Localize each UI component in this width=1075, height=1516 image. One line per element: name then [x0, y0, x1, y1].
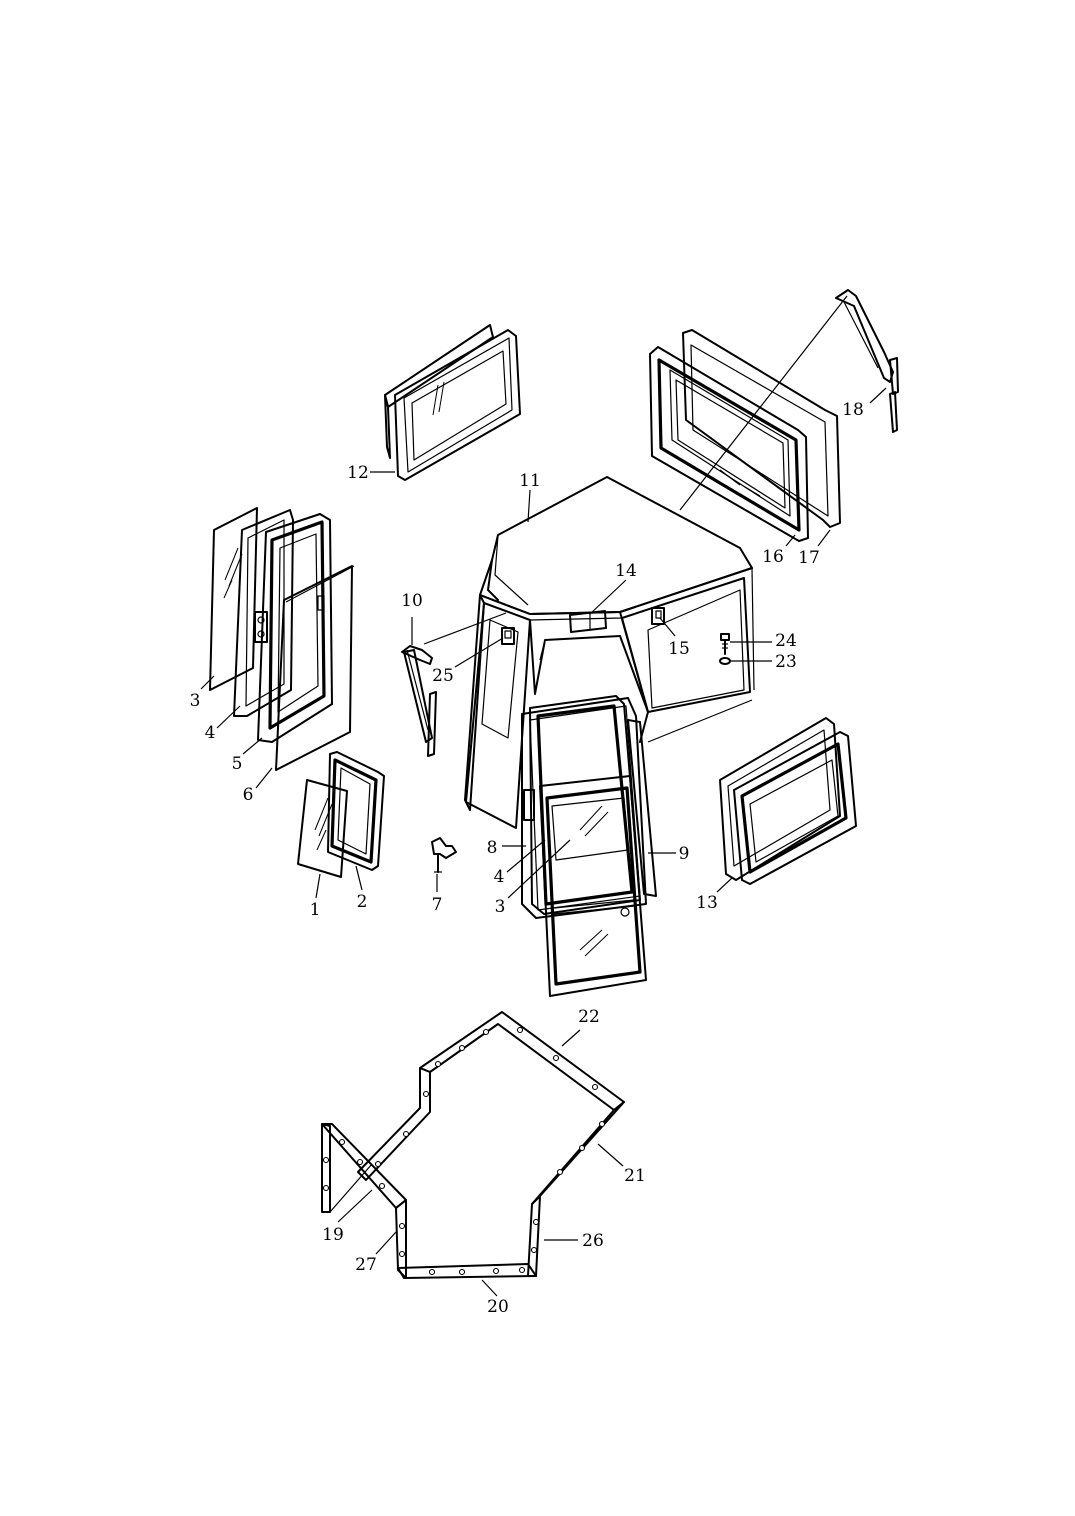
callout-14: 14 [615, 561, 637, 581]
callout-13: 13 [696, 893, 718, 913]
part-10-wiper [401, 645, 437, 757]
callout-6: 6 [243, 785, 254, 805]
callout-8: 8 [487, 838, 498, 858]
part-14-roof-bracket [569, 610, 607, 633]
part-21-frame-right [531, 1101, 625, 1205]
part-26-frame-right-lower [527, 1195, 541, 1277]
callout-18: 18 [842, 400, 864, 420]
callout-10: 10 [401, 591, 423, 611]
callout-19: 19 [322, 1225, 344, 1245]
part-3-door-glass-front [539, 775, 647, 997]
callout-17: 17 [798, 548, 820, 568]
part-3-glass-left [209, 507, 258, 691]
part-7-latch [431, 837, 457, 873]
part-18-wiper-arm [835, 289, 899, 433]
part-20-frame-bottom [397, 1263, 537, 1279]
callout-4-front: 4 [494, 867, 505, 887]
part-13-side-window [719, 717, 857, 885]
part-23-washer [719, 657, 731, 665]
part-15-bracket [651, 607, 665, 625]
callout-24: 24 [775, 631, 797, 651]
callout-1: 1 [310, 900, 321, 920]
callout-labels: 1 2 3 3 4 4 5 6 7 8 9 10 11 12 13 14 15 … [190, 400, 864, 1317]
leader-lines [200, 295, 887, 1297]
callout-11: 11 [519, 471, 541, 491]
part-25-bracket [501, 627, 515, 645]
callout-3-front: 3 [495, 897, 506, 917]
callout-22: 22 [578, 1007, 600, 1027]
callout-20: 20 [487, 1297, 509, 1317]
part-12-window-frame [384, 324, 521, 481]
callout-16: 16 [762, 547, 784, 567]
callout-27: 27 [355, 1255, 377, 1275]
callout-21: 21 [624, 1166, 646, 1186]
part-19-frame-left-bracket [321, 1067, 431, 1213]
part-4-seal-left [233, 509, 294, 717]
part-6-glass-left [275, 565, 353, 771]
callout-26: 26 [582, 1231, 604, 1251]
callout-5: 5 [232, 754, 243, 774]
callout-23: 23 [775, 652, 797, 672]
callout-2: 2 [357, 892, 368, 912]
callout-4-left: 4 [205, 723, 216, 743]
part-11-cab-body [464, 476, 755, 829]
part-2-small-frame [327, 751, 385, 871]
callout-15: 15 [668, 639, 690, 659]
callout-12: 12 [347, 463, 369, 483]
part-9-door-strip [627, 719, 657, 897]
part-24-bolt [720, 633, 730, 655]
callout-25: 25 [432, 666, 454, 686]
callout-9: 9 [679, 844, 690, 864]
part-27-frame-left-lower [395, 1199, 407, 1279]
callout-7: 7 [432, 895, 443, 915]
callout-3-left: 3 [190, 691, 201, 711]
part-5-door-frame-left [254, 513, 333, 743]
part-16-17-rear-window [649, 329, 841, 542]
